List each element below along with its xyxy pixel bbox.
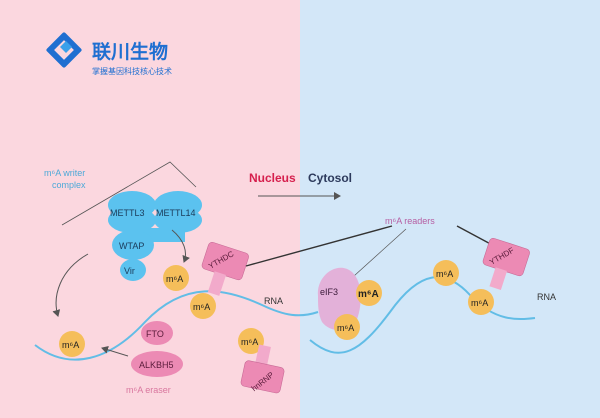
svg-text:m⁶A: m⁶A xyxy=(471,298,488,308)
m6a-site: m⁶A xyxy=(468,289,494,315)
svg-text:m⁶A: m⁶A xyxy=(358,289,379,300)
ythdf-protein xyxy=(482,237,530,290)
m6a-site: m⁶A xyxy=(433,260,459,286)
nucleus-title: Nucleus xyxy=(249,171,296,185)
rna-label-cytosol: RNA xyxy=(537,292,556,302)
cytosol-title: Cytosol xyxy=(308,171,352,185)
cytosol-background xyxy=(300,0,600,418)
m6a-site: m⁶A xyxy=(59,331,85,357)
eraser-arrow xyxy=(101,345,129,357)
writer-bracket xyxy=(61,161,197,226)
alkbh5-protein xyxy=(131,351,183,377)
svg-text:m⁶A: m⁶A xyxy=(337,323,354,333)
readers-connector-ythdc xyxy=(245,225,393,267)
svg-text:m⁶A: m⁶A xyxy=(166,274,183,284)
fto-label: FTO xyxy=(146,329,164,339)
writer-label-line1: m⁶A writer xyxy=(44,168,85,178)
hnrnp-protein xyxy=(240,344,285,394)
readers-label: m⁶A readers xyxy=(385,216,435,226)
alkbh5-label: ALKBH5 xyxy=(139,360,174,370)
m6a-site: m⁶A xyxy=(190,293,216,319)
m6a-site: m⁶A xyxy=(163,265,189,291)
m6a-site: m⁶A xyxy=(238,328,264,354)
vir-label: Vir xyxy=(124,266,135,276)
eraser-label: m⁶A eraser xyxy=(126,385,171,395)
ythdc-protein xyxy=(201,241,249,296)
m6a-site: m⁶A xyxy=(356,280,382,306)
svg-text:m⁶A: m⁶A xyxy=(193,302,210,312)
company-name: 联川生物 xyxy=(92,40,168,63)
mettl3-label: METTL3 xyxy=(110,208,145,218)
eif3-label: eIF3 xyxy=(320,287,338,297)
company-logo-icon xyxy=(46,32,82,68)
mettl14-label: METTL14 xyxy=(156,208,196,218)
mettl-complex xyxy=(108,191,202,242)
svg-text:m⁶A: m⁶A xyxy=(241,337,258,347)
rna-label-nucleus: RNA xyxy=(264,296,283,306)
svg-text:m⁶A: m⁶A xyxy=(436,269,453,279)
fto-protein xyxy=(141,321,173,345)
writer-to-m6a-arrow xyxy=(171,229,190,263)
writer-return-arrow xyxy=(52,253,89,317)
svg-text:m⁶A: m⁶A xyxy=(62,340,79,350)
rna-strand-cytosol xyxy=(309,276,536,354)
company-slogan: 掌握基因科技核心技术 xyxy=(92,66,172,76)
rna-strand-nucleus xyxy=(34,290,319,361)
writer-label-line2: complex xyxy=(52,180,86,190)
wtap-label: WTAP xyxy=(119,241,144,251)
m6a-site: m⁶A xyxy=(334,314,360,340)
vir-protein xyxy=(120,259,146,281)
wtap-protein xyxy=(112,230,154,260)
